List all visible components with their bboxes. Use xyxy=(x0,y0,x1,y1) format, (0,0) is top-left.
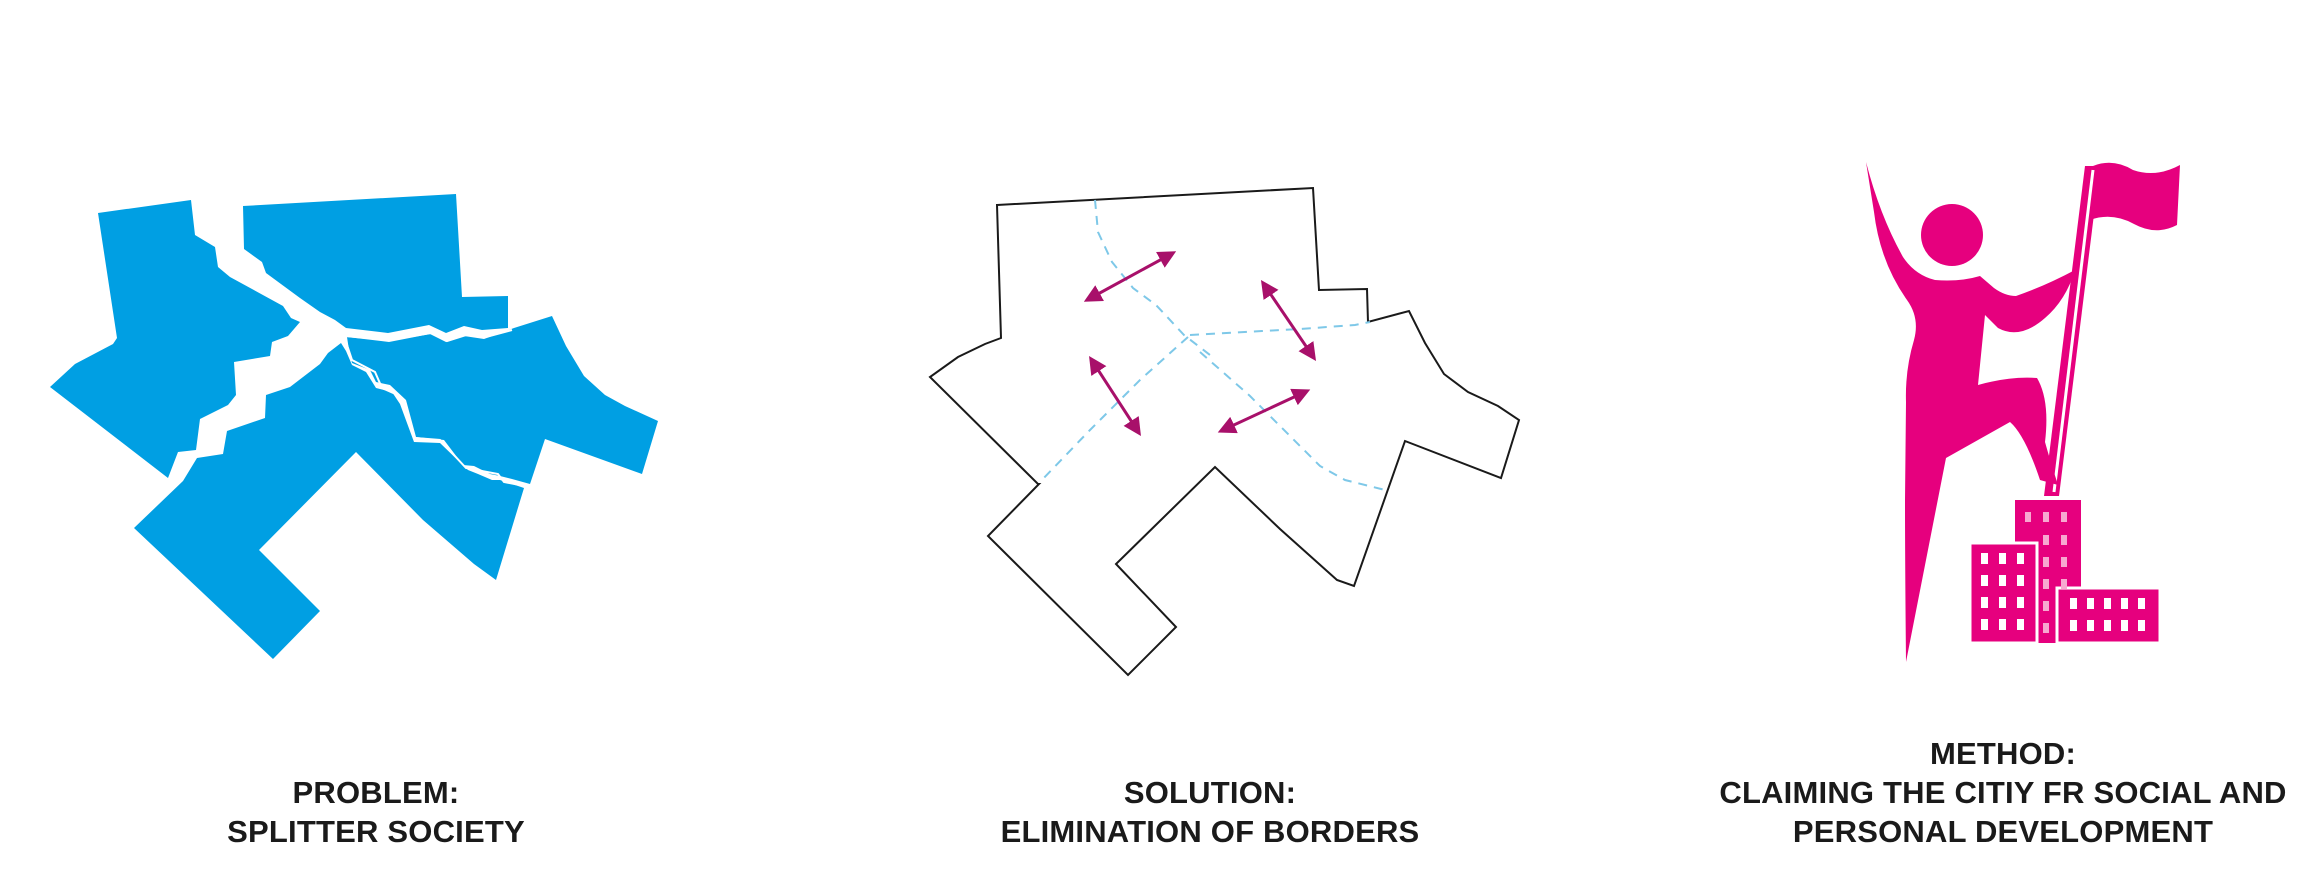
person-head xyxy=(1921,204,1983,266)
method-caption-line2: CLAIMING THE CITIY FR SOCIAL AND xyxy=(1703,773,2302,812)
solution-caption-line1: SOLUTION: xyxy=(980,773,1440,812)
solution-caption: SOLUTION: ELIMINATION OF BORDERS xyxy=(980,773,1440,851)
problem-caption-line1: PROBLEM: xyxy=(176,773,576,812)
map-outline xyxy=(930,188,1519,675)
unified-map-icon xyxy=(930,188,1519,675)
dashed-former-border xyxy=(1040,337,1188,482)
double-arrow-icon xyxy=(1091,359,1139,433)
method-caption-line1: METHOD: xyxy=(1703,734,2302,773)
buildings-icon xyxy=(1970,500,2160,643)
double-arrow-icon xyxy=(1221,391,1307,431)
dashed-former-border xyxy=(1200,352,1385,490)
method-caption: METHOD: CLAIMING THE CITIY FR SOCIAL AND… xyxy=(1703,734,2302,851)
fragmented-map-icon xyxy=(50,194,658,659)
problem-caption-line2: SPLITTER SOCIETY xyxy=(176,812,576,851)
method-caption-line3: PERSONAL DEVELOPMENT xyxy=(1703,812,2302,851)
person-with-flag-icon xyxy=(1866,162,2180,662)
problem-caption: PROBLEM: SPLITTER SOCIETY xyxy=(176,773,576,851)
dashed-former-border xyxy=(1190,322,1370,335)
double-arrow-icon xyxy=(1263,283,1314,358)
double-arrow-icon xyxy=(1087,253,1173,300)
solution-caption-line2: ELIMINATION OF BORDERS xyxy=(980,812,1440,851)
flag-icon xyxy=(2090,163,2180,230)
dashed-former-border xyxy=(1095,200,1210,355)
